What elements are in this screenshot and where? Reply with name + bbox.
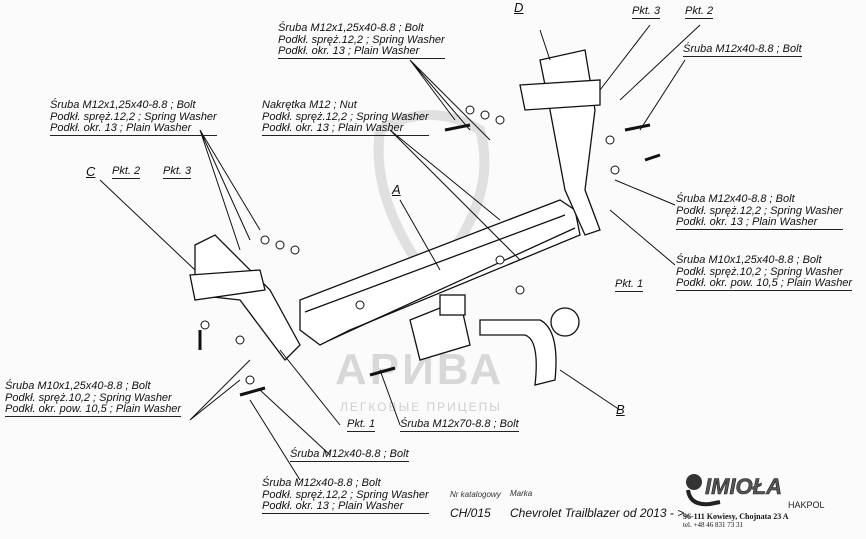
vehicle-make: Chevrolet Trailblazer od 2013 - > (510, 506, 685, 520)
label-line: Podkł. okr. 13 ; Plain Washer (50, 122, 192, 134)
point-1-bottom: Pkt. 1 (347, 418, 376, 432)
label-line: Podkł. spręż.12,2 ; Spring Washer (262, 488, 429, 501)
tow-ball-neck (479, 319, 557, 386)
catalog-label: Nr katalogowy (450, 490, 501, 499)
point-1-right: Pkt. 1 (615, 278, 644, 292)
label-line: Śruba M12x1,25x40-8.8 ; Bolt (50, 99, 196, 111)
label-line: Podkł. spręż.10,2 ; Spring Washer (5, 391, 172, 404)
catalog-number: CH/015 (450, 506, 491, 520)
crossbar-edge (304, 214, 576, 341)
point-2-right: Pkt. 2 (685, 5, 714, 19)
label-line: Podkł. spręż.12,2 ; Spring Washer (278, 33, 445, 46)
label-line: Podkł. okr. 13 ; Plain Washer (262, 122, 404, 134)
watermark-subtitle: ЛЕГКОВЫЕ ПРИЦЕПЫ (340, 400, 502, 414)
label-line: Podkł. spręż.12,2 ; Spring Washer (262, 110, 429, 123)
fasteners (200, 105, 620, 385)
label-right-middle: Śruba M12x40-8.8 ; Bolt Podkł. spręż.12,… (676, 193, 843, 230)
label-line: Nakrętka M12 ; Nut (262, 99, 357, 111)
label-top-right: Śruba M12x40-8.8 ; Bolt (683, 43, 802, 57)
marker-d: D (514, 0, 524, 15)
label-left-lower: Śruba M10x1,25x40-8.8 ; Bolt Podkł. sprę… (5, 380, 182, 417)
label-bottom: Śruba M12x40-8.8 ; Bolt Podkł. spręż.12,… (262, 477, 429, 514)
make-label: Marka (510, 489, 533, 498)
label-line: Śruba M10x1,25x40-8.8 ; Bolt (676, 254, 822, 266)
label-nut: Nakrętka M12 ; Nut Podkł. spręż.12,2 ; S… (262, 99, 429, 136)
label-m12x70: Śruba M12x70-8.8 ; Bolt (400, 418, 519, 432)
left-plate (189, 269, 266, 301)
imiola-logo: IMIOŁA HAKPOL (680, 472, 830, 512)
tow-ball (550, 307, 580, 337)
label-line: Śruba M12x40-8.8 ; Bolt (262, 477, 381, 489)
point-3-right: Pkt. 3 (632, 5, 661, 19)
bolts (198, 123, 661, 397)
label-line: Podkł. okr. 13 ; Plain Washer (262, 500, 404, 512)
label-line: Podkł. spręż.10,2 ; Spring Washer (676, 265, 843, 278)
crossbar (299, 199, 581, 346)
label-left-upper: Śruba M12x1,25x40-8.8 ; Bolt Podkł. sprę… (50, 99, 217, 136)
label-line: Śruba M12x40-8.8 ; Bolt (676, 193, 795, 205)
logo-text: IMIOŁA (705, 474, 782, 499)
label-line: Podkł. spręż.12,2 ; Spring Washer (676, 204, 843, 217)
right-plate (519, 79, 601, 111)
marker-a: A (392, 182, 401, 197)
address-block: 96-111 Kowiesy, Chojnata 23 A tel. +48 4… (683, 512, 789, 530)
label-line: Śruba M12x1,25x40-8.8 ; Bolt (278, 22, 424, 34)
label-line: Podkł. okr. 13 ; Plain Washer (278, 45, 420, 57)
phone: tel. +48 46 831 73 31 (683, 521, 743, 529)
label-line: Śruba M12x40-8.8 ; Bolt (290, 448, 409, 460)
socket-plate (439, 294, 466, 316)
label-line: Śruba M12x40-8.8 ; Bolt (683, 43, 802, 55)
label-m12x40-mid: Śruba M12x40-8.8 ; Bolt (290, 448, 409, 462)
label-line: Podkł. okr. 13 ; Plain Washer (676, 216, 818, 228)
marker-c: C (86, 164, 96, 179)
point-2-left: Pkt. 2 (112, 165, 141, 179)
label-top-center: Śruba M12x1,25x40-8.8 ; Bolt Podkł. sprę… (278, 22, 445, 59)
label-line: Podkł. okr. pow. 10,5 ; Plain Washer (676, 277, 853, 289)
marker-b: B (616, 402, 625, 417)
label-right-lower: Śruba M10x1,25x40-8.8 ; Bolt Podkł. sprę… (676, 254, 853, 291)
leader-lines (99, 24, 701, 481)
address: 96-111 Kowiesy, Chojnata 23 A (683, 512, 789, 521)
label-line: Śruba M12x70-8.8 ; Bolt (400, 418, 519, 430)
label-line: Podkł. okr. pow. 10,5 ; Plain Washer (5, 403, 182, 415)
logo-sub: HAKPOL (788, 500, 825, 510)
label-line: Śruba M10x1,25x40-8.8 ; Bolt (5, 380, 151, 392)
point-3-left: Pkt. 3 (163, 165, 192, 179)
label-line: Podkł. spręż.12,2 ; Spring Washer (50, 110, 217, 123)
